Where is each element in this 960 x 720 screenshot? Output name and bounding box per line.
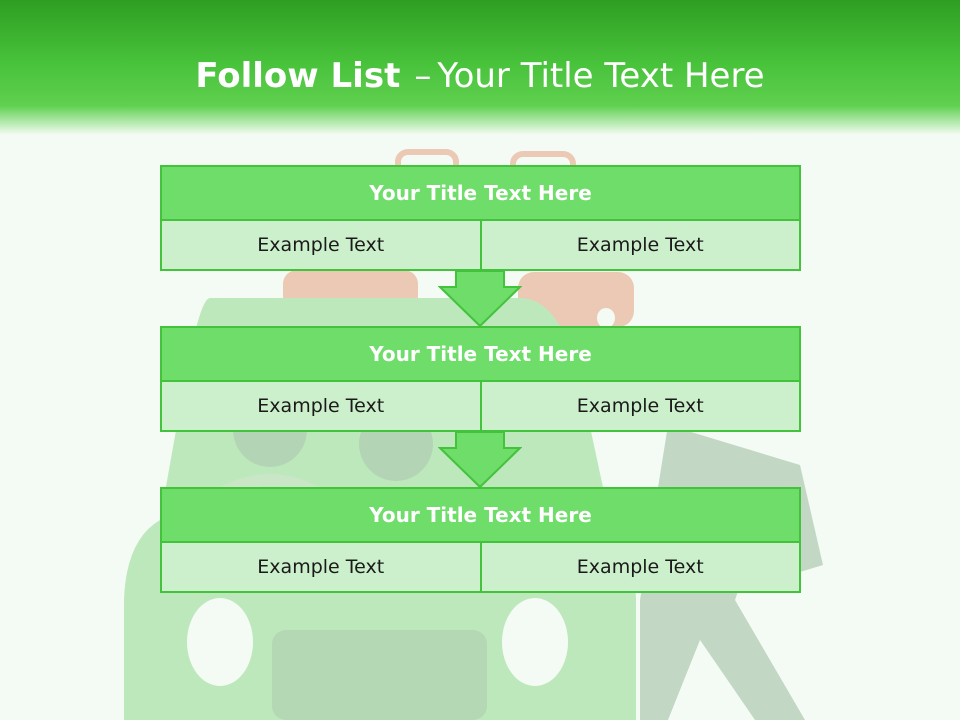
title-bar [0, 0, 960, 135]
down-arrow-icon [438, 432, 522, 488]
block-row: Example Text Example Text [160, 221, 801, 271]
list-block-3: Your Title Text Here Example Text Exampl… [160, 487, 801, 593]
down-arrow-icon [438, 271, 522, 327]
slide-title-separator: – [414, 56, 432, 96]
block-cell-right: Example Text [479, 382, 800, 430]
list-block-2: Your Title Text Here Example Text Exampl… [160, 326, 801, 432]
slide-title-bold: Follow List [195, 56, 401, 96]
slide-title-rest: Your Title Text Here [437, 56, 765, 96]
block-row: Example Text Example Text [160, 543, 801, 593]
block-row: Example Text Example Text [160, 382, 801, 432]
block-cell-right: Example Text [479, 221, 800, 269]
block-cell-right: Example Text [479, 543, 800, 591]
slide-title: Follow List–Your Title Text Here [0, 54, 960, 98]
block-cell-left: Example Text [257, 395, 385, 417]
list-block-1: Your Title Text Here Example Text Exampl… [160, 165, 801, 271]
block-cell-left: Example Text [257, 234, 385, 256]
block-title: Your Title Text Here [160, 326, 801, 382]
block-cell-left: Example Text [257, 556, 385, 578]
block-title: Your Title Text Here [160, 165, 801, 221]
block-title: Your Title Text Here [160, 487, 801, 543]
